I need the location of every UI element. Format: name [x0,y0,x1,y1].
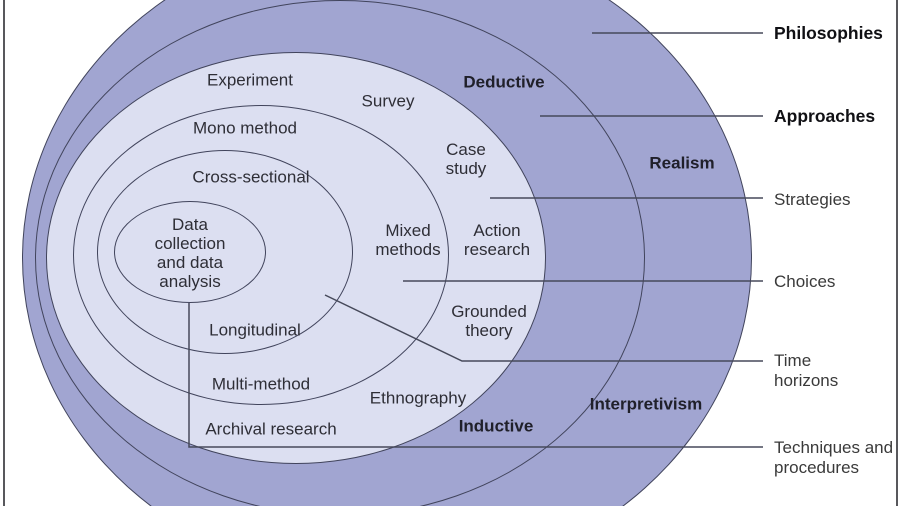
label-mixed-methods: Mixed methods [375,221,441,259]
label-grounded-theory: Grounded theory [451,302,527,340]
label-case-study: Case study [445,140,487,178]
legend-strategies: Strategies [774,190,851,209]
label-experiment: Experiment [207,70,293,90]
label-inductive: Inductive [458,416,534,436]
label-mono-method: Mono method [193,118,297,138]
legend-techniques: Techniques and procedures [774,438,894,477]
frame-left-edge [3,0,5,506]
label-action-research: Action research [463,221,531,259]
legend-time-horizons: Time horizons [774,351,839,390]
legend-philosophies: Philosophies [774,23,883,43]
legend-choices: Choices [774,272,836,291]
label-ethnography: Ethnography [369,388,467,408]
legend-approaches: Approaches [774,106,876,126]
ring-techniques-core [114,201,266,303]
label-multi-method: Multi-method [211,374,311,394]
label-cross-sectional: Cross-sectional [192,167,310,187]
label-data-collection-core: Data collection and data analysis [154,215,226,291]
label-archival-research: Archival research [205,419,337,439]
label-realism: Realism [649,153,715,173]
frame-right-edge [896,0,898,506]
label-longitudinal: Longitudinal [209,320,301,340]
label-survey: Survey [361,91,415,111]
label-deductive: Deductive [463,72,545,92]
label-interpretivism: Interpretivism [589,394,703,414]
